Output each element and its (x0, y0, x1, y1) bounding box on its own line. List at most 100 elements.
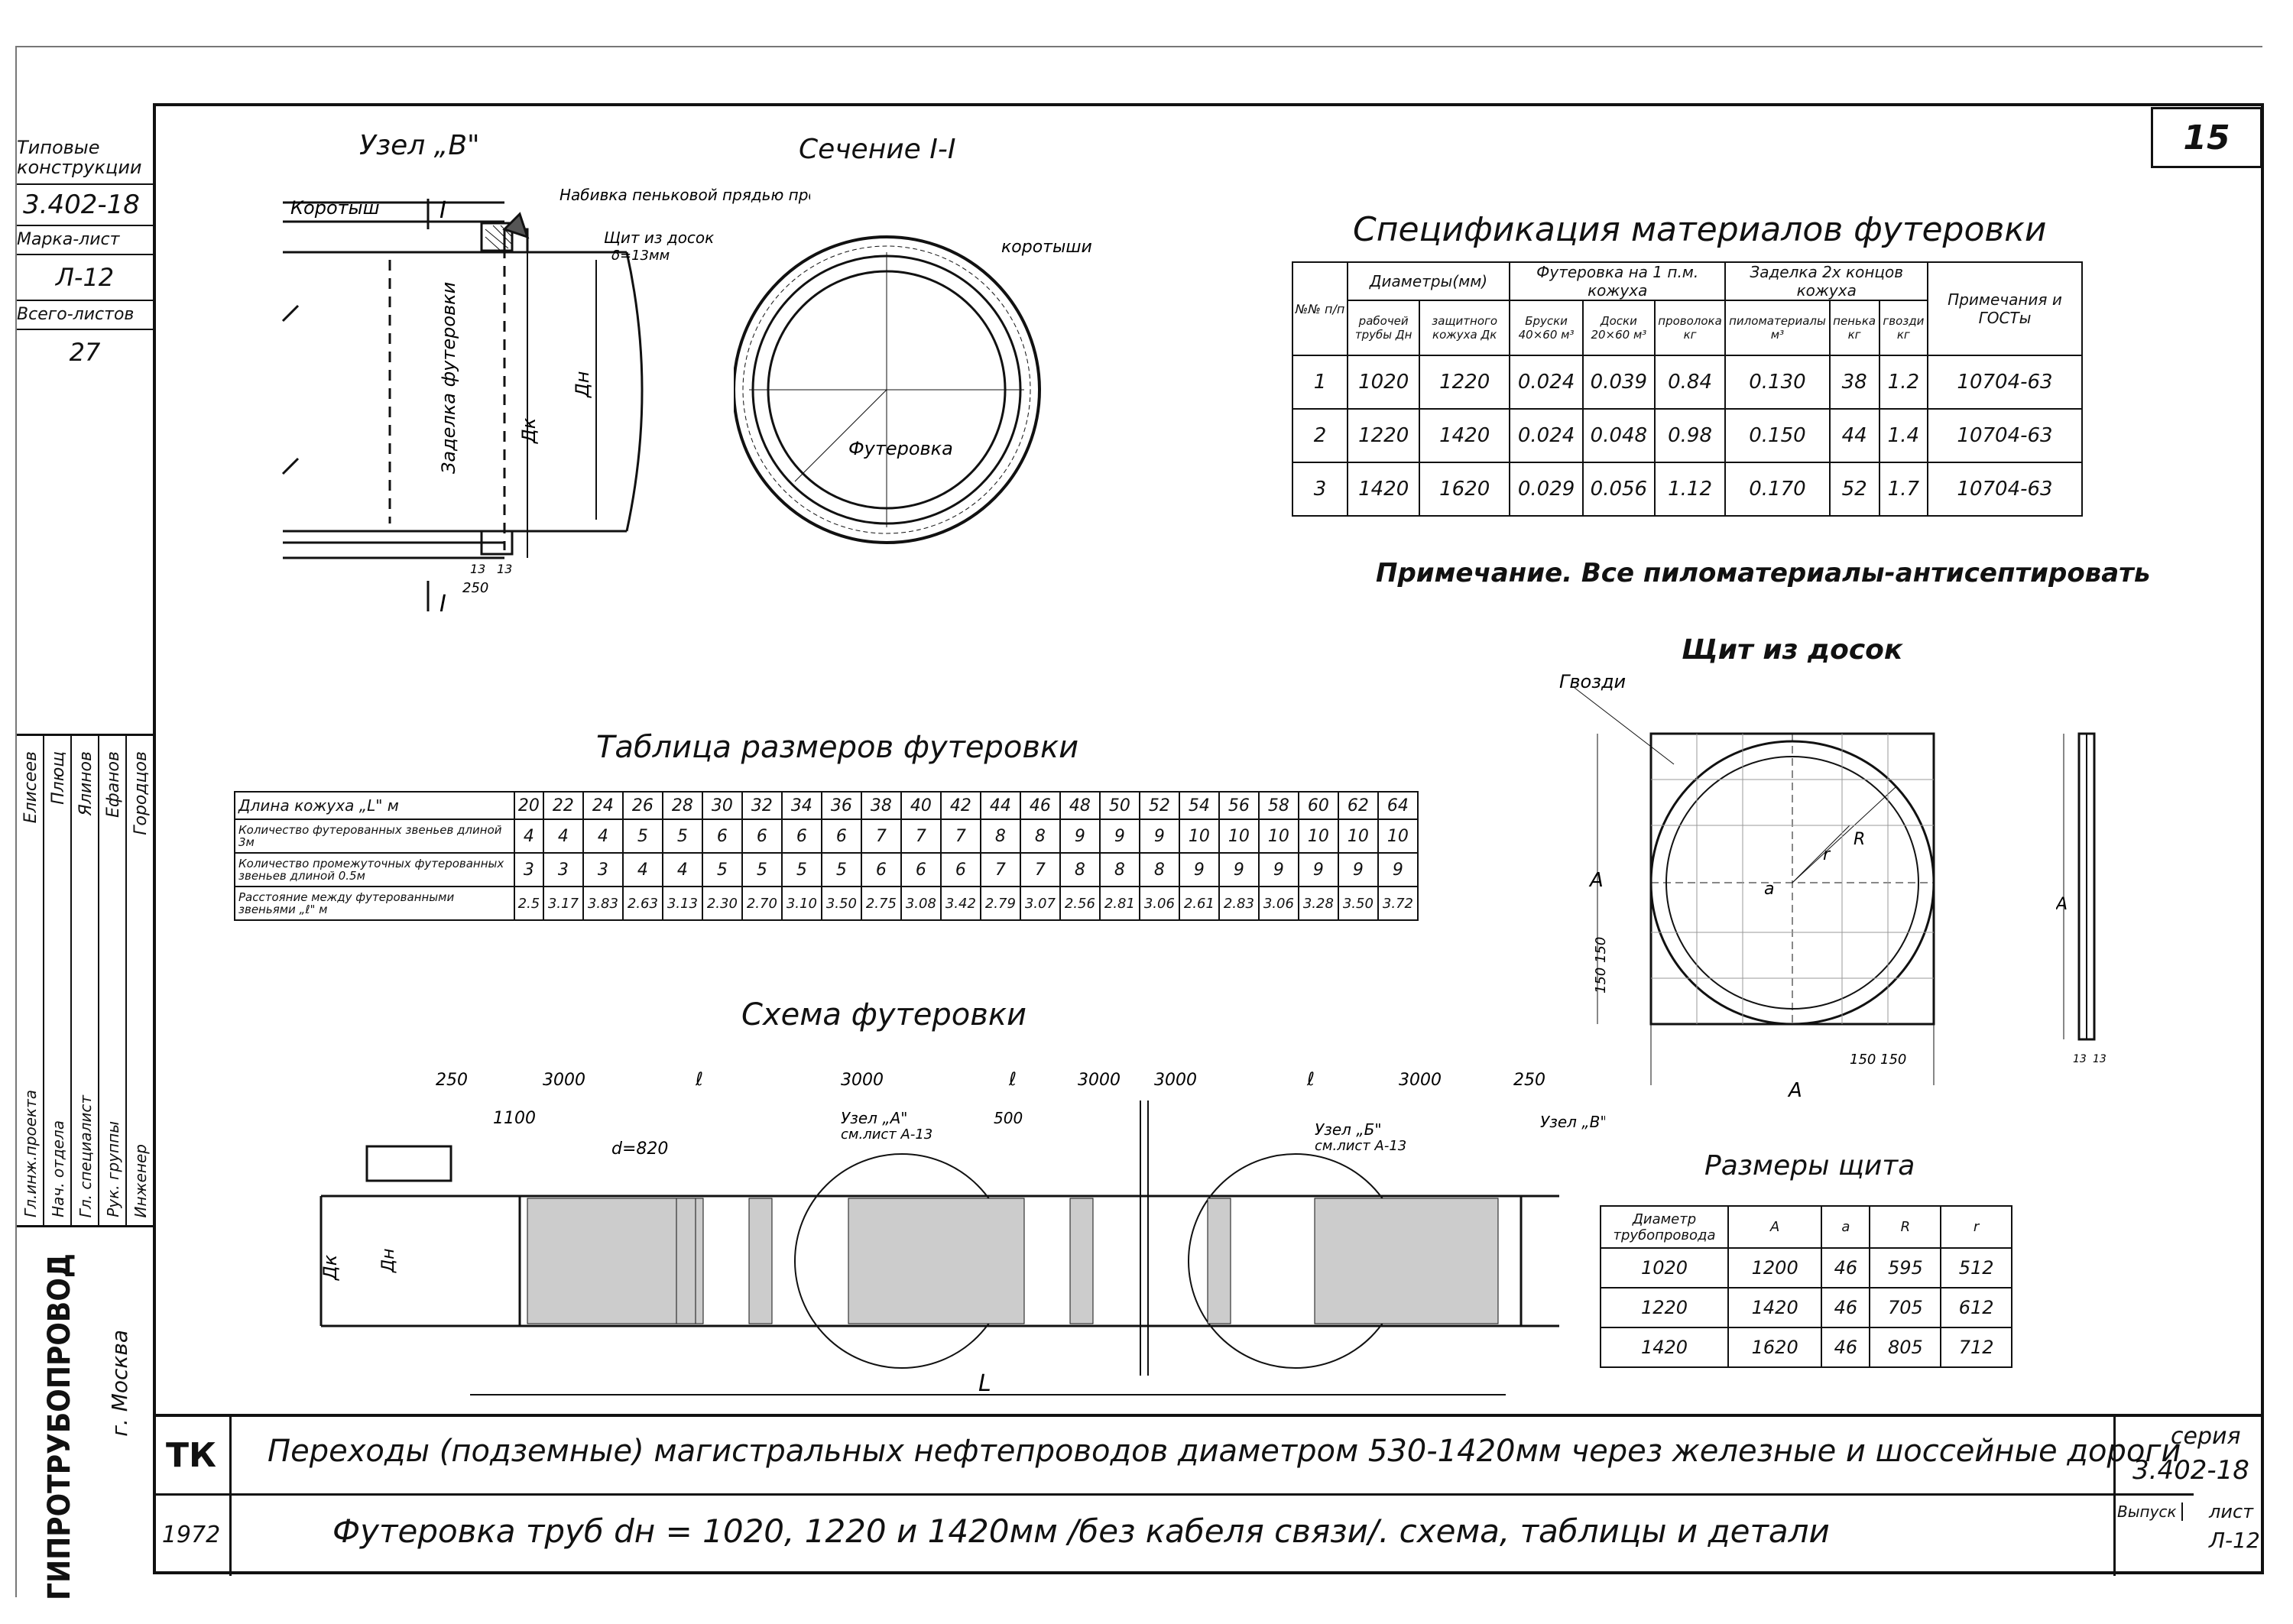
sizes-cell: 4 (514, 818, 544, 854)
sizes-cell: 54 (1178, 791, 1220, 820)
sizes-cell: 6 (701, 818, 743, 854)
sizes-cell: 8 (1098, 852, 1140, 887)
sizes-cell: 22 (542, 791, 584, 820)
dim-150c: 150 (1850, 1052, 1876, 1068)
sizes-cell: 30 (701, 791, 743, 820)
sizes-cell: 46 (1019, 791, 1061, 820)
sig-name: Плющ (49, 751, 68, 805)
sizes-cell: 9 (1377, 852, 1419, 887)
sizes-cell: 5 (621, 818, 663, 854)
dim-250a: 250 (436, 1071, 468, 1090)
scheme-dn: Дн (379, 1248, 398, 1273)
spec-h-bars: Бруски 40×60 м³ (1508, 300, 1584, 356)
sizes-cell: 3.72 (1377, 886, 1419, 921)
dim-l2: ℓ (1008, 1068, 1017, 1090)
sizes-cell: 8 (1138, 852, 1180, 887)
node-b-label: Узел „Б" (1315, 1120, 1382, 1139)
sizes-cell: 3.50 (1337, 886, 1379, 921)
section-title: Сечение I-I (799, 134, 956, 165)
sizes-cell: 44 (979, 791, 1021, 820)
org-name: ГИПРОТРУБОПРОВОД (42, 1253, 77, 1600)
series-label: серия (2171, 1423, 2241, 1450)
shield-sizes-title: Размеры щита (1704, 1150, 1915, 1182)
sizes-title: Таблица размеров футеровки (596, 730, 1079, 765)
dn-label: Дн (572, 371, 593, 398)
section-mark-top: I (439, 197, 446, 224)
sizes-cell: 7 (979, 852, 1021, 887)
signature-block: Гл.инж.проекта Елисеев Нач. отдела Плющ … (17, 734, 153, 1227)
nabivka-label: Набивка пеньковой прядью пропитанной бит… (559, 186, 810, 204)
sizes-cell: 3 (542, 852, 584, 887)
sizes-cell: 6 (900, 852, 942, 887)
sizes-cell: 9 (1297, 852, 1339, 887)
sig-name: Городцов (131, 751, 151, 835)
dim-l1: ℓ (695, 1068, 703, 1090)
total-value: 27 (69, 338, 101, 367)
scheme-drawing: 250 3000 ℓ 3000 ℓ 3000 3000 ℓ 3000 250 1… (319, 1068, 1605, 1397)
dim-3000b: 3000 (841, 1071, 884, 1090)
sig-role: Инженер (131, 1143, 150, 1217)
sizes-row: Количество футерованных звеньев длиной 3… (234, 818, 1419, 854)
sizes-cell: 28 (661, 791, 703, 820)
node-b-ref: см.лист А-13 (1315, 1138, 1406, 1154)
sizes-cell: 5 (820, 852, 862, 887)
sizes-cell: 6 (939, 852, 981, 887)
sizes-cell: 5 (661, 818, 703, 854)
sizes-cell: 10 (1297, 818, 1339, 854)
sizes-cell: 62 (1337, 791, 1379, 820)
sizes-cell: 2.61 (1178, 886, 1220, 921)
year-label: 1972 (161, 1521, 221, 1548)
shield-title: Щит из досок (1682, 634, 1903, 666)
shield-r: r (1823, 845, 1831, 864)
sig-role: Гл. специалист (76, 1094, 95, 1217)
title-block: ТК 1972 Переходы (подземные) магистральн… (153, 1414, 2264, 1576)
shield-side-view: А 13 13 (2056, 732, 2107, 1065)
sizes-row: Расстояние между футерованными звеньями … (234, 886, 1419, 921)
sizes-cell: 20 (514, 791, 544, 820)
issue-label: Выпуск (2117, 1502, 2183, 1521)
dim-1100: 1100 (493, 1109, 536, 1128)
type-label: Типовые конструкции (17, 138, 153, 185)
shield-drawing: Гвозди А А a R r 150 150 150 150 (1559, 673, 1935, 1100)
section-drawing: коротыши Футеровка (734, 235, 1092, 544)
sizes-cell: 2.30 (701, 886, 743, 921)
shield-a: a (1764, 880, 1774, 899)
sizes-cell: 5 (780, 852, 822, 887)
sizes-cell: 42 (939, 791, 981, 820)
sub-title: Футеровка труб dн = 1020, 1220 и 1420мм … (332, 1512, 1830, 1550)
sizes-cell: 3.08 (900, 886, 942, 921)
node-b-drawing: Коротыш I I Набивка пеньковой прядью про… (281, 186, 810, 618)
shield-A-left: А (1588, 869, 1604, 892)
dim-13a: 13 (2073, 1053, 2087, 1065)
sizes-cell: 3.06 (1138, 886, 1180, 921)
signature-col-2: Гл. специалист Ялинов (72, 736, 99, 1225)
sizes-cell: 5 (741, 852, 783, 887)
sheet-number: 15 (2183, 118, 2230, 157)
sizes-cell: 7 (1019, 852, 1061, 887)
sizes-cell: 9 (1138, 818, 1180, 854)
sizes-cell: 10 (1257, 818, 1299, 854)
sizes-cell: 36 (820, 791, 862, 820)
sizes-cell: 40 (900, 791, 942, 820)
sizes-cell: 3.06 (1257, 886, 1299, 921)
spec-h-boards: Доски 20×60 м³ (1582, 300, 1656, 356)
sizes-cell: 6 (780, 818, 822, 854)
korotysh-label: Коротыш (290, 197, 380, 219)
sizes-cell: 56 (1218, 791, 1260, 820)
sizes-cell: 4 (582, 818, 624, 854)
sizes-cell: 3.10 (780, 886, 822, 921)
signature-col-3: Рук. группы Ефанов (99, 736, 127, 1225)
sizes-cell: 10 (1218, 818, 1260, 854)
sizes-cell: 2.70 (741, 886, 783, 921)
series-value: 3.402-18 (17, 185, 153, 226)
sig-role: Гл.инж.проекта (21, 1089, 40, 1217)
sizes-cell: 50 (1098, 791, 1140, 820)
sheet-value: Л-12 (2209, 1528, 2260, 1553)
sizes-cell: 2.83 (1218, 886, 1260, 921)
dim-13a: 13 (470, 562, 485, 576)
sizes-cell: 6 (860, 852, 902, 887)
sizes-cell: 24 (582, 791, 624, 820)
sizes-cell: 8 (979, 818, 1021, 854)
